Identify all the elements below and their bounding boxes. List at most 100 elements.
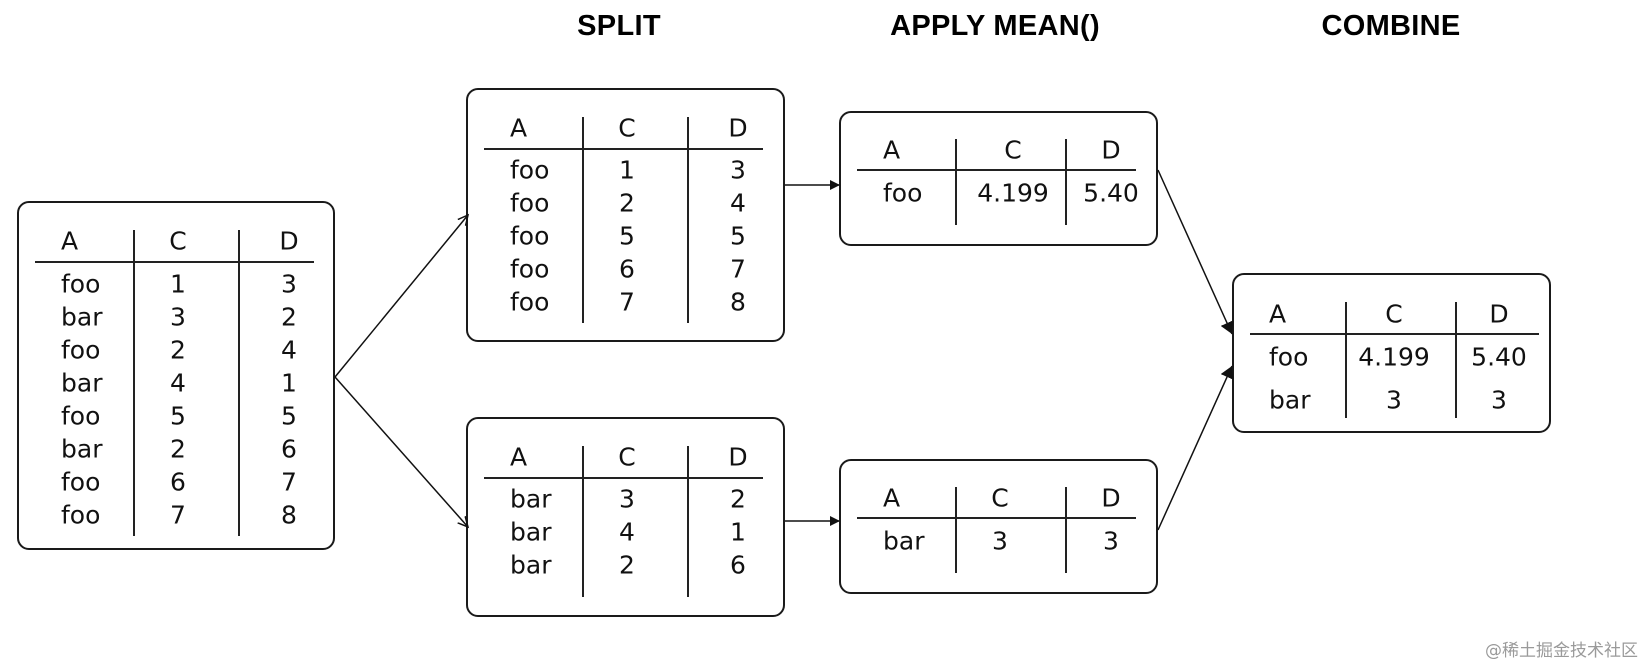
header-divider (35, 261, 314, 263)
table-cell: 2 (170, 434, 186, 464)
arrow-combine-bar (1157, 365, 1234, 531)
table-cell: 3 (619, 484, 635, 514)
header-divider (484, 477, 763, 479)
column-divider (1065, 139, 1067, 225)
table-cell: 3 (1103, 526, 1119, 556)
header-divider (1250, 333, 1539, 335)
table-cell: 5 (730, 221, 746, 251)
column-divider (582, 117, 584, 323)
arrow-split-to-foo (334, 215, 468, 378)
table-cell: 4 (170, 368, 186, 398)
arrow-combine-foo (1157, 169, 1234, 335)
table-cell: foo (510, 221, 550, 251)
column-header-c: C (1004, 135, 1022, 165)
table-cell: 3 (730, 155, 746, 185)
table-cell: 8 (281, 500, 297, 530)
table-cell: 4.199 (977, 178, 1049, 208)
table-cell: foo (61, 401, 101, 431)
table-cell: foo (510, 188, 550, 218)
table-cell: bar (510, 517, 552, 547)
table-cell: 1 (730, 517, 746, 547)
column-header-c: C (169, 226, 187, 256)
table-cell: 6 (619, 254, 635, 284)
header-divider (484, 148, 763, 150)
column-header-d: D (1101, 483, 1121, 513)
table-cell: 6 (730, 550, 746, 580)
table-cell: 2 (730, 484, 746, 514)
table-cell: 4 (619, 517, 635, 547)
table-cell: bar (61, 434, 103, 464)
column-header-a: A (510, 113, 528, 143)
column-divider (582, 446, 584, 597)
header-divider (857, 169, 1136, 171)
column-header-d: D (728, 113, 748, 143)
column-header-d: D (728, 442, 748, 472)
column-divider (955, 139, 957, 225)
table-cell: bar (61, 368, 103, 398)
column-divider (687, 117, 689, 323)
table-cell: 5.40 (1471, 342, 1527, 372)
column-divider (1455, 302, 1457, 418)
table-cell: 1 (281, 368, 297, 398)
column-divider (687, 446, 689, 597)
table-cell: bar (510, 550, 552, 580)
column-divider (1345, 302, 1347, 418)
table-cell: 2 (281, 302, 297, 332)
table-cell: 7 (619, 287, 635, 317)
table-cell: 8 (730, 287, 746, 317)
table-cell: 3 (1491, 385, 1507, 415)
column-header-a: A (1269, 299, 1287, 329)
table-cell: 3 (992, 526, 1008, 556)
table-cell: foo (61, 467, 101, 497)
stage-title-split: SPLIT (577, 10, 661, 42)
table-cell: 1 (619, 155, 635, 185)
table-cell: foo (61, 269, 101, 299)
table-cell: 3 (1386, 385, 1402, 415)
table-cell: 3 (170, 302, 186, 332)
column-header-d: D (279, 226, 299, 256)
table-cell: 5 (170, 401, 186, 431)
table-cell: 7 (730, 254, 746, 284)
table-cell: foo (883, 178, 923, 208)
column-header-a: A (883, 135, 901, 165)
stage-title-combine: COMBINE (1321, 10, 1461, 42)
table-cell: foo (1269, 342, 1309, 372)
table-cell: bar (883, 526, 925, 556)
column-divider (133, 230, 135, 536)
arrow-split-to-bar (334, 376, 468, 527)
column-header-a: A (61, 226, 79, 256)
column-header-a: A (510, 442, 528, 472)
column-header-d: D (1101, 135, 1121, 165)
table-cell: 4.199 (1358, 342, 1430, 372)
column-divider (955, 487, 957, 573)
column-divider (1065, 487, 1067, 573)
table-cell: foo (61, 335, 101, 365)
watermark: @稀土掘金技术社区 (1485, 641, 1638, 661)
column-header-d: D (1489, 299, 1509, 329)
table-cell: foo (510, 155, 550, 185)
table-cell: 5 (281, 401, 297, 431)
table-cell: foo (510, 254, 550, 284)
table-cell: 2 (170, 335, 186, 365)
table-cell: 5.40 (1083, 178, 1139, 208)
header-divider (857, 517, 1136, 519)
table-cell: bar (510, 484, 552, 514)
table-cell: 6 (170, 467, 186, 497)
table-cell: 4 (730, 188, 746, 218)
column-divider (238, 230, 240, 536)
column-header-a: A (883, 483, 901, 513)
table-cell: 7 (170, 500, 186, 530)
table-cell: 3 (281, 269, 297, 299)
column-header-c: C (618, 113, 636, 143)
